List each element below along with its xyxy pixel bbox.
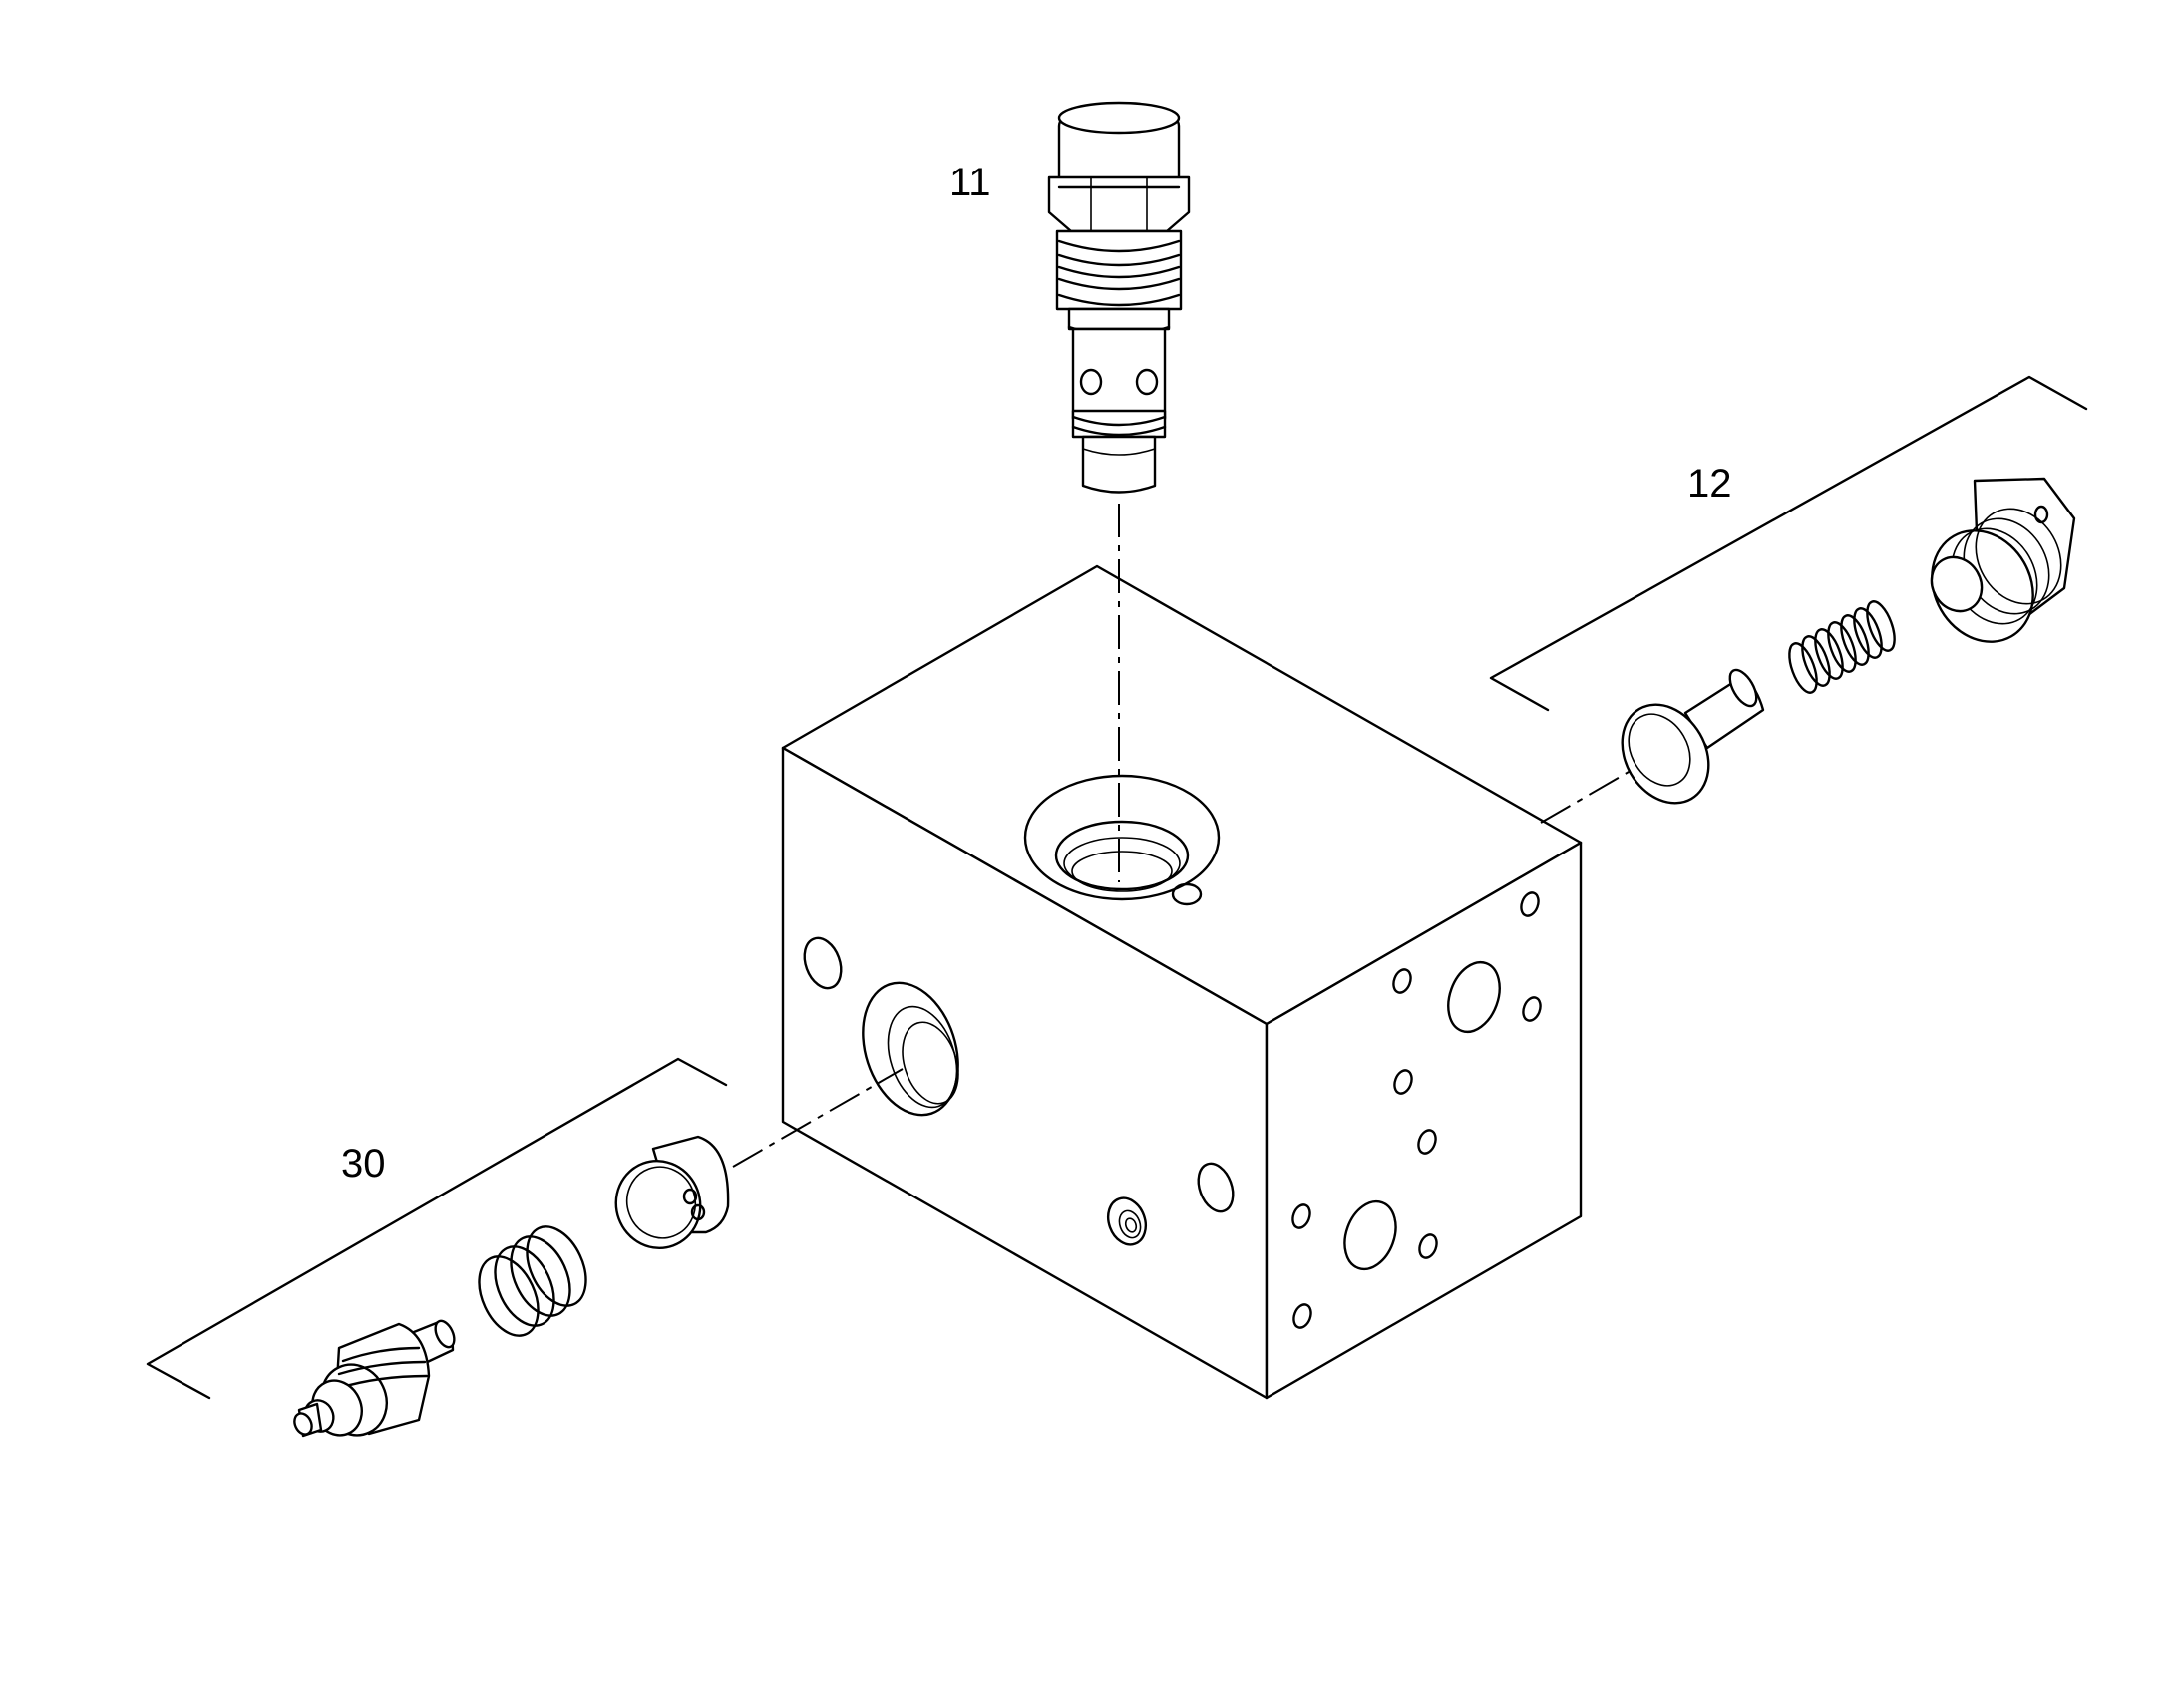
top-port — [1023, 774, 1221, 906]
seat-sleeve-30 — [614, 1135, 730, 1249]
bracket-30 — [146, 1057, 728, 1400]
valve-block — [781, 564, 1583, 1400]
relief-valve-group-12: 12 — [1489, 375, 2088, 805]
centerline-30 — [732, 1068, 904, 1168]
check-valve-group-30: 30 — [146, 1057, 730, 1438]
adjustment-screw-30 — [293, 1319, 456, 1438]
cartridge-valve-11 — [1047, 101, 1191, 494]
block-right-face — [1265, 841, 1583, 1400]
centerline-12 — [1540, 767, 1636, 824]
right-face-ports — [1291, 891, 1542, 1329]
left-face-ports — [803, 936, 1235, 1246]
bracket-12 — [1489, 375, 2088, 712]
spring-30 — [478, 1225, 587, 1337]
assembly-centerlines — [732, 504, 1636, 1168]
spring-12 — [1788, 600, 1896, 694]
callout-label-12: 12 — [1687, 462, 1732, 506]
callout-label-30: 30 — [341, 1142, 386, 1186]
callout-label-11: 11 — [949, 161, 991, 204]
poppet-12 — [1621, 668, 1765, 805]
plug-12 — [1930, 477, 2076, 643]
